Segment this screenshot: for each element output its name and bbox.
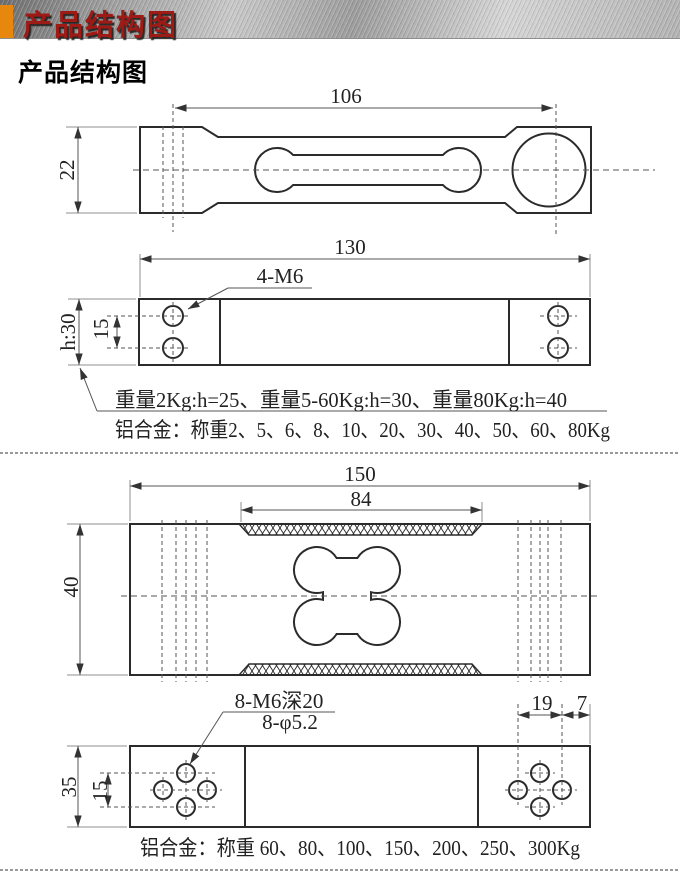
material-note-large: 铝合金：称重 60、80、100、150、200、250、300Kg [140,836,580,860]
section-title: 产品结构图 [18,60,149,87]
drawing2-body-outline [138,298,591,366]
drawing1-top-view: 106 22 [55,84,655,234]
note-leader [79,367,98,412]
drawing4-plan-view: 8-M6深20 8-φ5.2 19 7 35 15 铝合金：称重 60、80、1… [57,689,591,860]
drawing3-hidden-lines-right [517,520,562,682]
label-8M6-line2: 8-φ5.2 [262,710,318,734]
dim-40-label: 40 [59,577,83,598]
hatch-band-top [237,523,484,536]
dim-h30-label: h:30 [56,313,80,350]
drawing2-plan-view: 130 4-M6 h:30 15 重量2Kg:h=25、重量5-60Kg:h=3… [56,235,610,442]
mounting-hole [153,780,173,800]
dim-7-label: 7 [577,691,588,715]
hole-centerlines-left [100,760,222,822]
dim-130-ext [139,254,591,297]
drawing3-clover-cutout [292,546,402,646]
dim-35-label: 35 [57,777,81,798]
dim-150-label: 150 [344,462,376,486]
hole-centerlines-right [505,704,577,822]
dim-40-ext [67,523,128,676]
dim-106-label: 106 [330,84,362,108]
label-8M6-line1: 8-M6深20 [235,689,324,713]
dim-84-label: 84 [351,487,373,511]
height-note: 重量2Kg:h=25、重量5-60Kg:h=30、重量80Kg:h=40 [115,388,567,412]
label-8M6-leader [189,711,224,765]
dim-22-label: 22 [55,160,79,181]
label-4-M6: 4-M6 [257,264,304,288]
drawing3-hidden-lines-left [161,520,208,682]
drawing1-body-outline [139,126,592,214]
accent-bar [0,5,13,38]
dim-19-label: 19 [532,691,553,715]
header-title: 产品结构图 [23,10,179,42]
drawing3-body-outline [129,523,591,676]
material-note-small: 铝合金：称重2、5、6、8、10、20、30、40、50、60、80Kg [115,418,610,442]
dim-15-label: 15 [89,319,113,340]
dim-130-label: 130 [334,235,366,259]
drawing4-body-outline [129,745,591,828]
drawing1-bone-cutout [254,147,482,193]
hatch-band-bottom [237,663,484,676]
label-4-M6-leader [187,287,229,310]
hole-centerlines [107,302,577,362]
drawing3-top-view: 150 84 40 [59,462,598,682]
dim-15b-label: 15 [88,781,112,802]
header-bar: 产品结构图 [0,0,680,42]
